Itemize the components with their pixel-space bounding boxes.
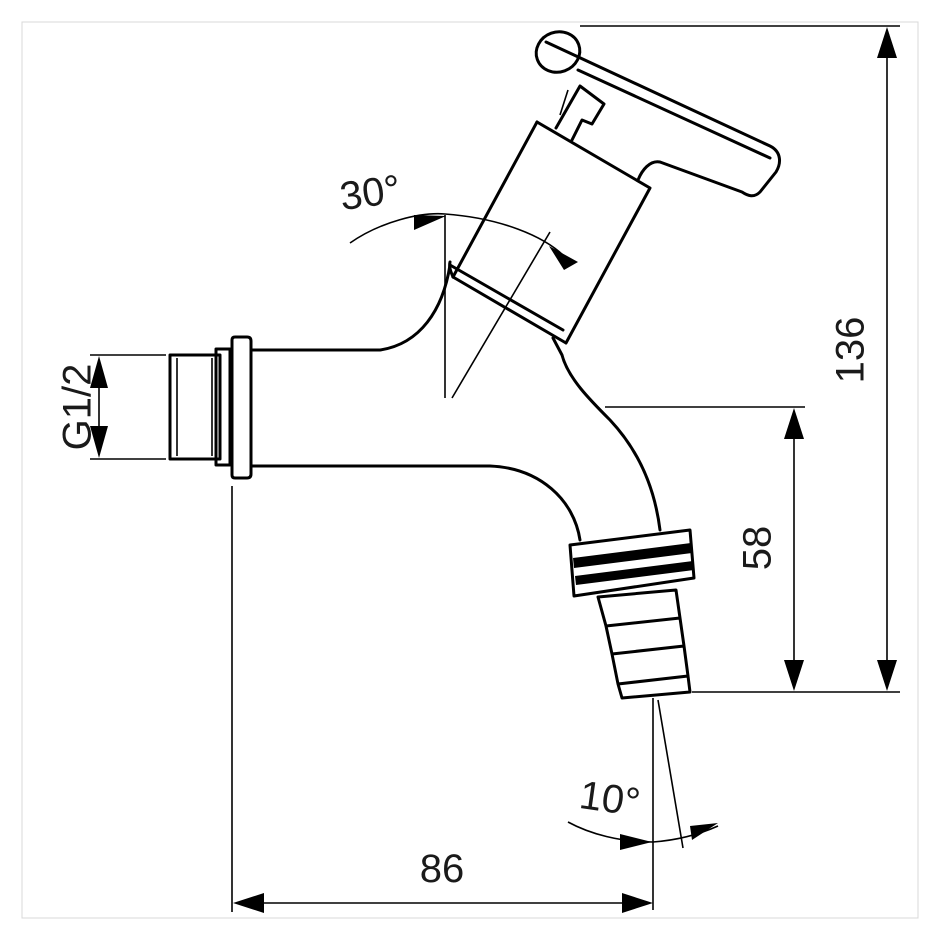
arc-arrow-right <box>549 246 578 270</box>
outlet-ring-band-2 <box>575 561 694 585</box>
handle-angle-label: 30° <box>337 167 403 219</box>
thread-arrow-top <box>90 356 108 388</box>
angle-constructions <box>349 212 719 910</box>
dimension-lines <box>90 25 900 913</box>
valve-stem <box>554 84 606 142</box>
hose-nozzle <box>596 588 692 700</box>
outlet-ring <box>568 528 696 598</box>
arc-arrow-left <box>414 215 446 230</box>
valve-cylinder <box>451 120 652 345</box>
valve-axis-line <box>451 231 551 399</box>
mounting-flange <box>230 335 253 480</box>
outlet-arrow-left <box>620 834 652 850</box>
height-136-arrow-bottom <box>877 660 897 691</box>
height-58-arrow-bottom <box>784 660 804 691</box>
thread-connector <box>168 353 222 461</box>
valve-band <box>448 263 565 332</box>
lever-pivot <box>534 30 582 74</box>
body-outline <box>249 263 662 542</box>
outlet-arrow-right <box>690 823 718 840</box>
outlet-angle-label: 10° <box>577 773 643 825</box>
total-height-label: 136 <box>829 317 873 384</box>
thread-collar <box>214 347 232 467</box>
outlet-axis-line <box>657 699 684 849</box>
outlet-ring-band-1 <box>573 543 692 568</box>
width-86-arrow-right <box>622 893 653 913</box>
projection-label: 86 <box>420 847 465 891</box>
width-86-arrow-left <box>233 893 264 913</box>
faucet-body <box>168 30 781 700</box>
thread-size-label: G1/2 <box>56 364 100 451</box>
lever-handle <box>544 40 781 198</box>
outlet-height-label: 58 <box>736 526 780 571</box>
thread-arrow-bottom <box>90 426 108 458</box>
height-58-arrow-top <box>784 408 804 439</box>
height-136-arrow-top <box>877 27 897 58</box>
handle-angle-arc <box>349 212 567 259</box>
drawing-border <box>21 21 919 919</box>
